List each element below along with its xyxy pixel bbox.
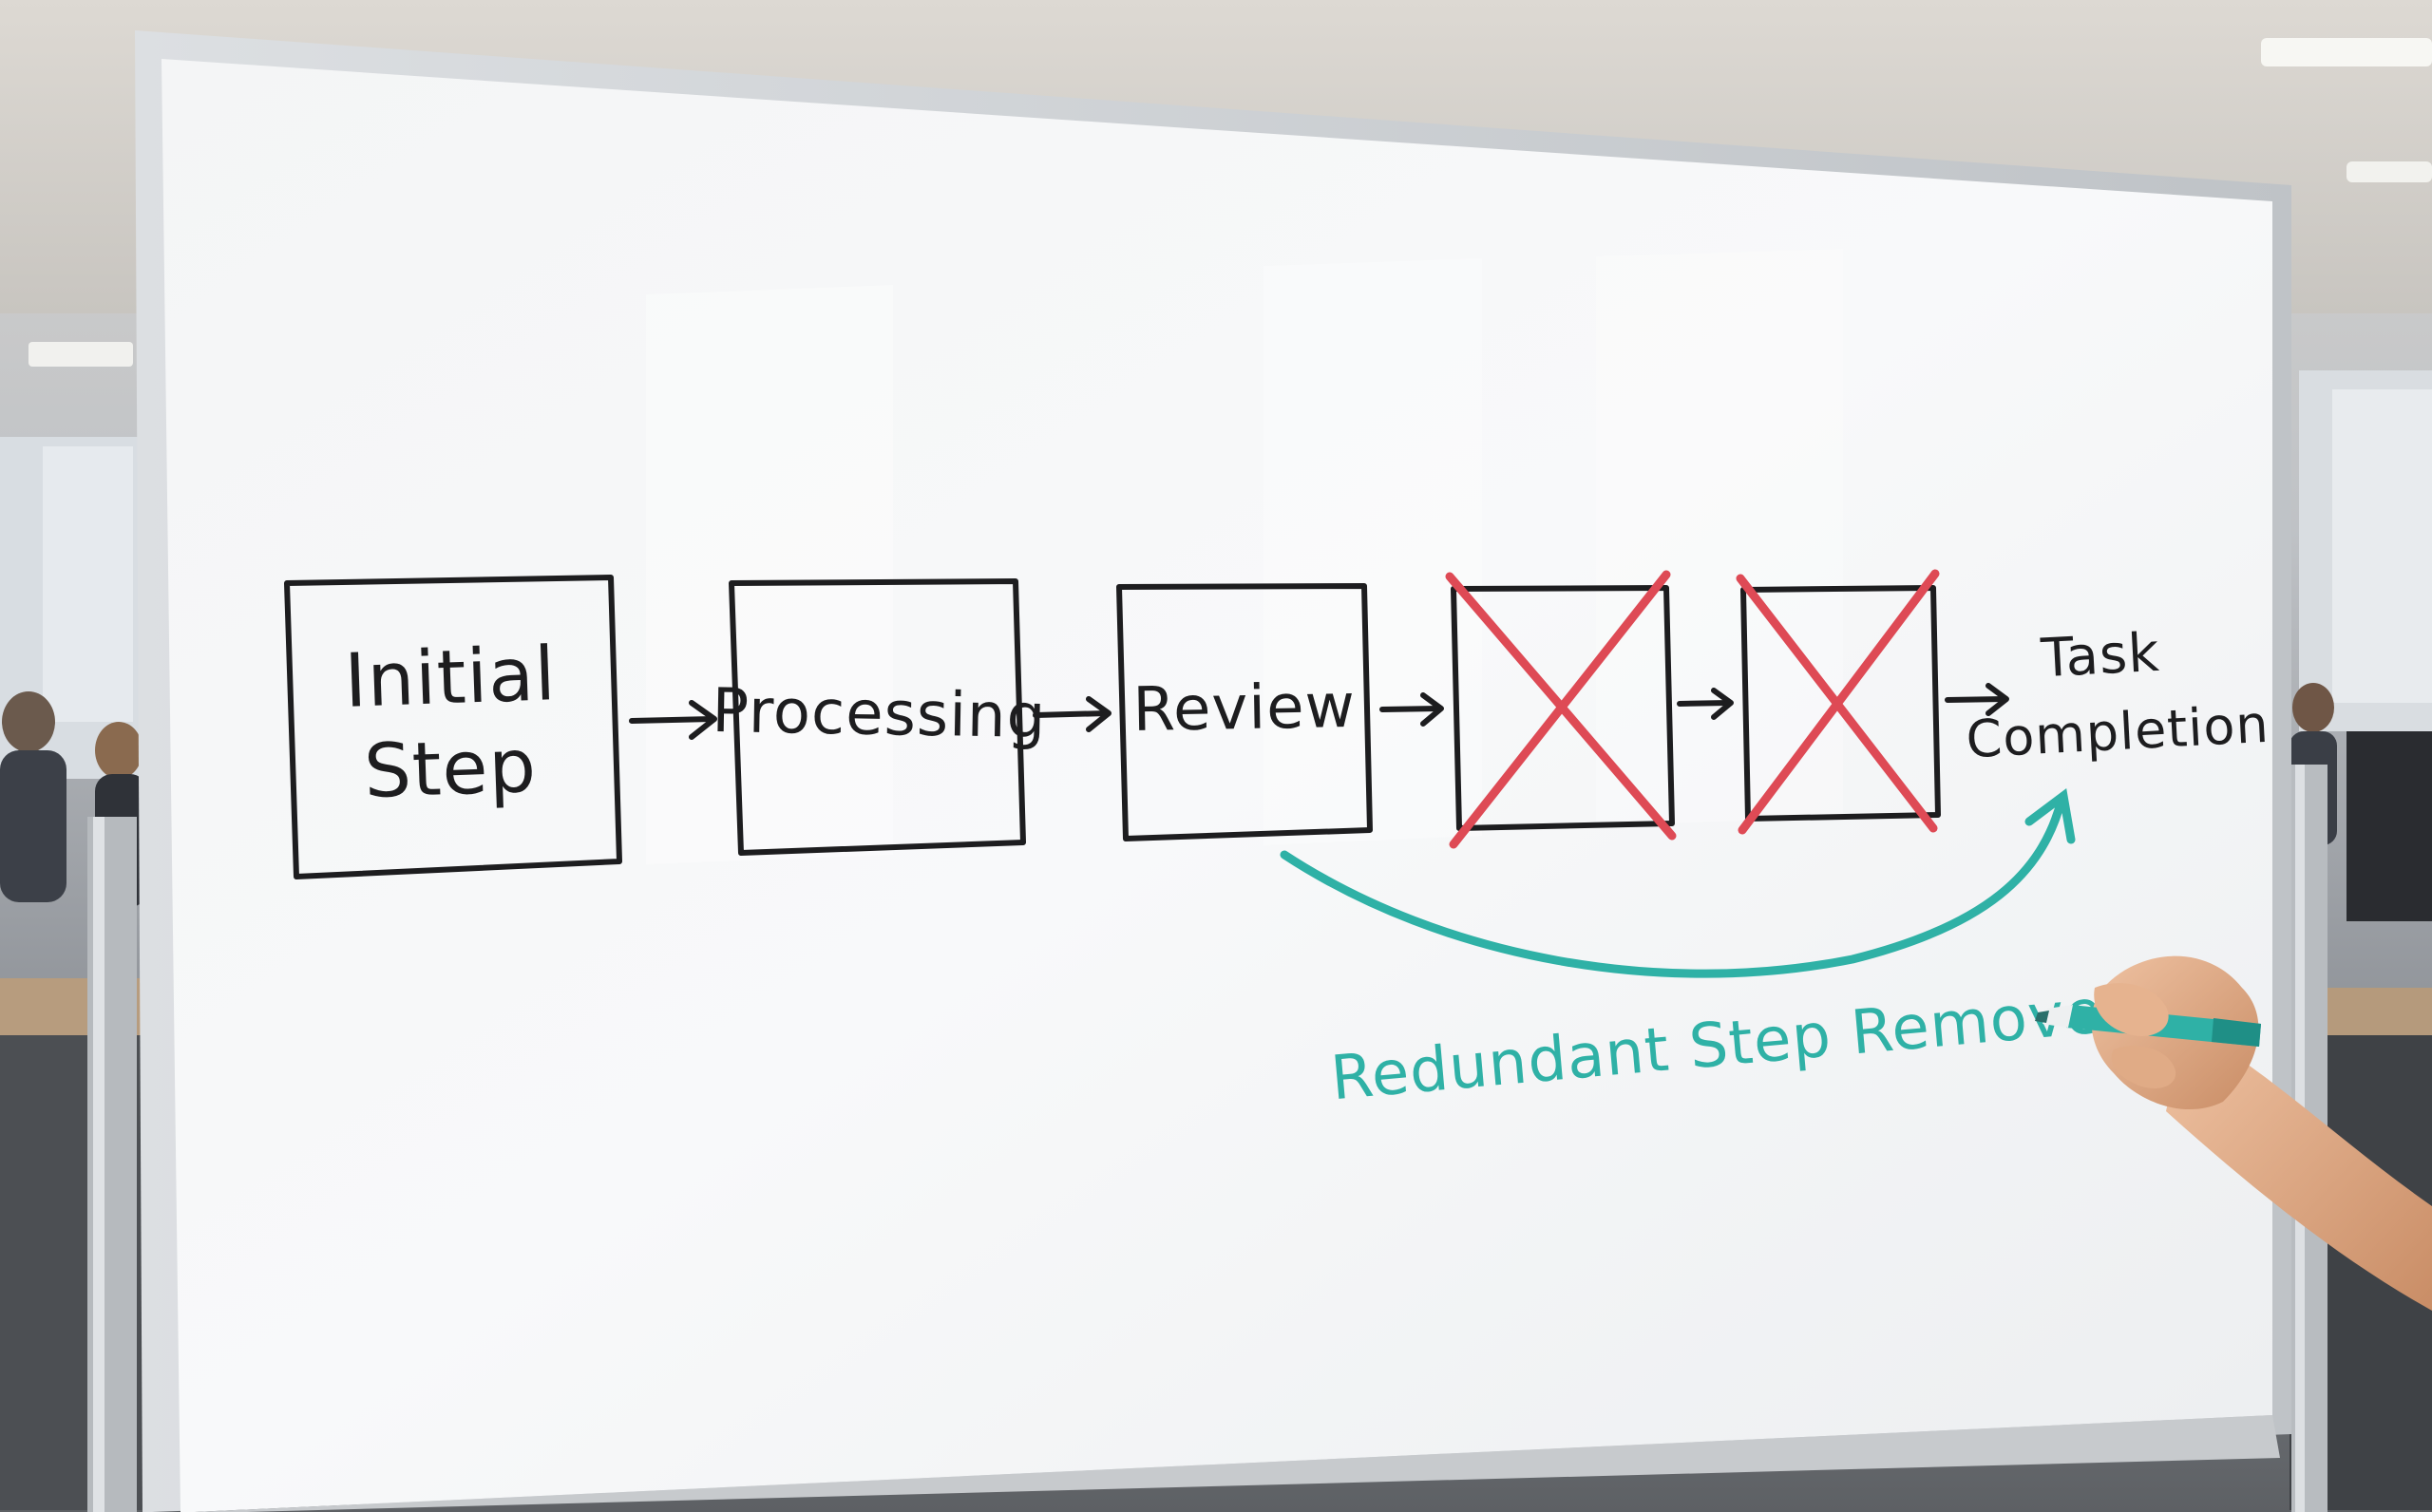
cross-out-icon bbox=[1445, 570, 1677, 849]
right-arrow-icon bbox=[1677, 688, 1734, 720]
step-box-removed-1 bbox=[1451, 585, 1675, 831]
step-label-initial-line2: Step bbox=[363, 724, 539, 815]
right-arrow-icon bbox=[1379, 692, 1444, 727]
step-box-removed-2 bbox=[1740, 585, 1941, 822]
right-arrow-icon bbox=[1033, 696, 1112, 732]
step-label-review: Review bbox=[1132, 671, 1357, 746]
step-box-review bbox=[1116, 583, 1373, 841]
step-box-processing bbox=[729, 578, 1026, 856]
step-label-initial-line1: Initial bbox=[343, 632, 558, 725]
step-box-initial bbox=[284, 575, 622, 879]
final-step-label-line1: Task bbox=[2039, 622, 2161, 690]
curved-bypass-arrow-icon bbox=[1280, 787, 2076, 978]
right-arrow-icon bbox=[1945, 683, 2009, 716]
right-arrow-icon bbox=[629, 700, 717, 740]
cross-out-icon bbox=[1736, 569, 1940, 835]
step-label-processing: Processing bbox=[712, 676, 1047, 752]
